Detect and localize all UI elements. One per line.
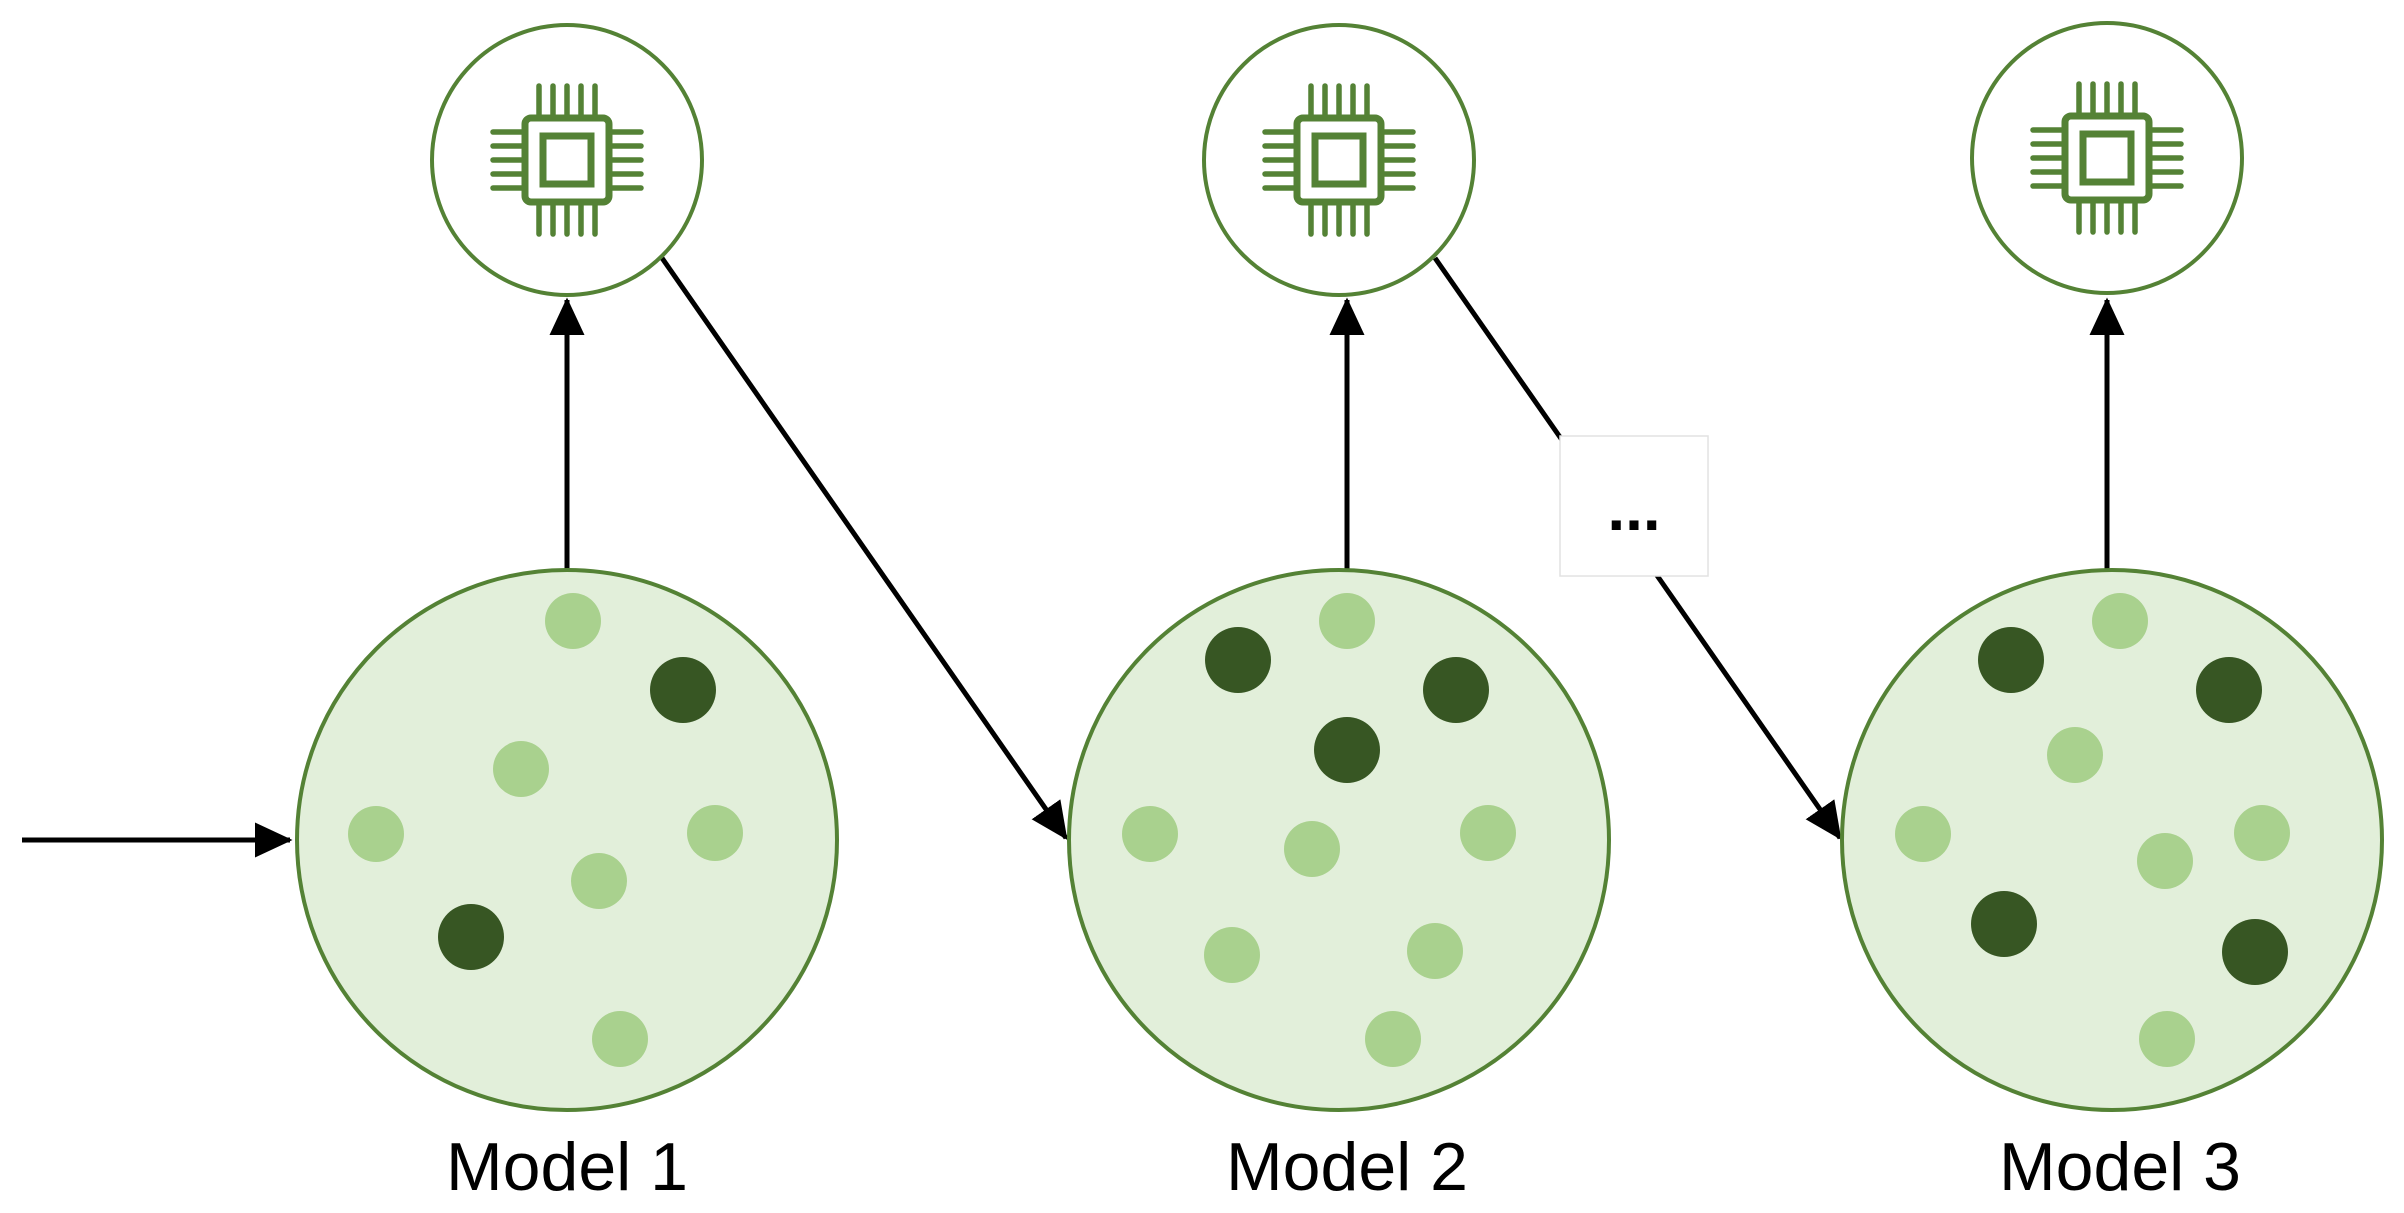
light-dot (1895, 806, 1951, 862)
processor1-to-model2-arrow (659, 256, 1069, 841)
processor2-to-ellipsis-line (1432, 256, 1565, 442)
light-dot (1204, 927, 1260, 983)
dark-dot (2222, 919, 2288, 985)
light-dot (2047, 727, 2103, 783)
dark-dot (650, 657, 716, 723)
light-dot (687, 805, 743, 861)
light-dot (592, 1011, 648, 1067)
light-dot (1284, 821, 1340, 877)
model-3-group: Model 3 (1840, 21, 2384, 1205)
ellipsis-background (1559, 435, 1709, 577)
dark-dot (2196, 657, 2262, 723)
model-2-group: Model 2 (1067, 23, 1611, 1205)
light-dot (2139, 1011, 2195, 1067)
light-dot (1460, 805, 1516, 861)
light-dot (1365, 1011, 1421, 1067)
light-dot (2092, 593, 2148, 649)
dark-dot (1423, 657, 1489, 723)
dark-dot (1978, 627, 2044, 693)
processor-2-circle (1202, 23, 1476, 297)
ellipsis-box: ... (1559, 435, 1709, 577)
model-2-dots (1122, 593, 1516, 1067)
light-dot (2137, 833, 2193, 889)
light-dot (493, 741, 549, 797)
model-2-label: Model 2 (1226, 1129, 1468, 1205)
model-1-dots (348, 593, 743, 1067)
processor-3-circle (1970, 21, 2244, 295)
processor-1-circle (430, 23, 704, 297)
light-dot (1319, 593, 1375, 649)
ellipsis-to-model3-arrow (1653, 572, 1843, 841)
light-dot (545, 593, 601, 649)
model-1-label: Model 1 (446, 1129, 688, 1205)
light-dot (1122, 806, 1178, 862)
ellipsis-text: ... (1607, 472, 1660, 544)
model-3-dots (1895, 593, 2290, 1067)
light-dot (2234, 805, 2290, 861)
model-1-group: Model 1 (295, 23, 839, 1205)
light-dot (348, 806, 404, 862)
model-3-label: Model 3 (1999, 1129, 2241, 1205)
light-dot (571, 853, 627, 909)
dark-dot (1205, 627, 1271, 693)
dark-dot (1971, 891, 2037, 957)
dark-dot (438, 904, 504, 970)
dark-dot (1314, 717, 1380, 783)
light-dot (1407, 923, 1463, 979)
arrows (22, 256, 2125, 858)
